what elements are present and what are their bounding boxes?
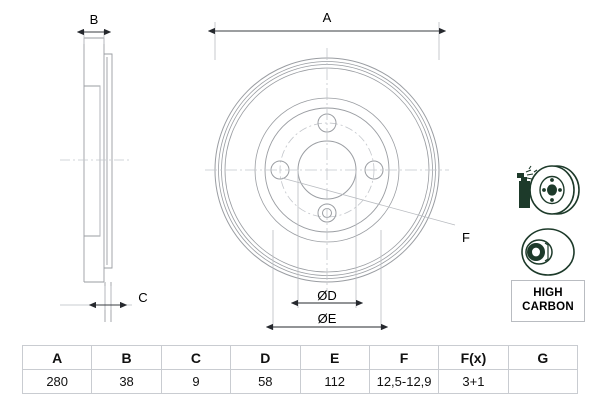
table-value-Fx: 3+1 — [438, 369, 509, 394]
table-header-Fx: F(x) — [438, 345, 509, 370]
dimension-A-label: A — [323, 10, 332, 25]
dimension-diameter-E: ØE — [265, 230, 389, 331]
side-section-view — [83, 37, 113, 322]
high-carbon-line-2: CARBON — [522, 301, 574, 313]
table-header-row: A B C D E F F(x) G — [21, 345, 579, 370]
table-header-C: C — [160, 345, 232, 370]
table-value-E: 112 — [299, 369, 370, 394]
dimension-D-label: ØD — [317, 288, 337, 303]
specification-table: A B C D E F F(x) G 280 38 9 58 112 12,5-… — [21, 345, 579, 394]
table-value-C: 9 — [160, 369, 232, 394]
high-carbon-line-1: HIGH — [533, 287, 563, 300]
dimension-E-label: ØE — [318, 311, 337, 326]
table-header-B: B — [91, 345, 162, 370]
table-header-A: A — [21, 345, 93, 370]
table-value-D: 58 — [230, 369, 301, 394]
dimension-C: C — [60, 290, 148, 309]
dimension-diameter-D: ØD — [290, 170, 364, 308]
dimension-A: A — [207, 10, 447, 60]
table-value-B: 38 — [91, 369, 162, 394]
high-carbon-badge: HIGH CARBON — [511, 280, 585, 322]
dimension-B-label: B — [90, 12, 99, 27]
table-value-A: 280 — [21, 369, 93, 394]
brake-disc-angled-icon — [521, 228, 575, 276]
table-value-F: 12,5-12,9 — [368, 369, 440, 394]
table-header-G: G — [507, 345, 579, 370]
table-header-F: F — [368, 345, 440, 370]
front-view-centerlines — [205, 48, 449, 292]
brake-disc-front-icon — [529, 165, 580, 215]
table-value-G — [507, 369, 579, 394]
table-header-E: E — [299, 345, 370, 370]
dimension-B: B — [76, 12, 112, 36]
table-header-D: D — [230, 345, 301, 370]
dimension-C-label: C — [138, 290, 147, 305]
leader-F-label: F — [462, 230, 470, 245]
leader-F: F — [281, 177, 470, 245]
table-value-row: 280 38 9 58 112 12,5-12,9 3+1 — [21, 369, 579, 394]
